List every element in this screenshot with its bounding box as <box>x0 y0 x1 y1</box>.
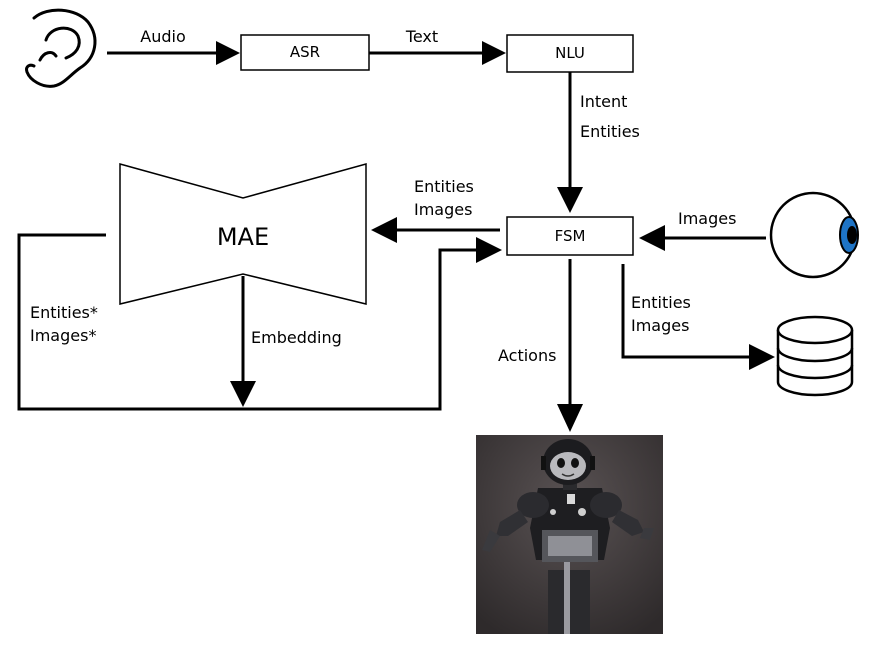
images-db-label: Images <box>631 316 689 335</box>
arrowheads <box>216 41 775 432</box>
loop-arrowhead <box>476 237 502 263</box>
asr-node: ASR <box>240 34 370 71</box>
connectors <box>17 51 766 411</box>
actions-label: Actions <box>498 346 556 365</box>
nlu-label: NLU <box>555 44 585 62</box>
mae-arrowhead <box>371 217 397 243</box>
actions-arrowhead <box>557 404 583 432</box>
asr-label: ASR <box>290 43 320 61</box>
entities-star-label: Entities* <box>30 303 98 322</box>
text-label: Text <box>405 27 438 46</box>
nlu-node: NLU <box>506 34 634 73</box>
entities-to-mae-label: Entities <box>414 177 474 196</box>
mae-label: MAE <box>217 223 269 251</box>
intent-arrowhead <box>557 187 583 213</box>
audio-arrowhead <box>216 41 240 65</box>
text-arrowhead <box>482 41 506 65</box>
entities-nlu-label: Entities <box>580 122 640 141</box>
embedding-label: Embedding <box>251 328 342 347</box>
entities-db-label: Entities <box>631 293 691 312</box>
images-to-mae-label: Images <box>414 200 472 219</box>
fsm-label: FSM <box>555 227 586 245</box>
robot-photo <box>476 435 663 634</box>
fsm-to-db-line <box>621 264 752 359</box>
images-star-label: Images* <box>30 326 96 345</box>
eye-arrowhead <box>639 225 665 251</box>
mae-node: MAE <box>119 163 367 305</box>
mae-feedback-loop <box>17 233 482 411</box>
database-icon <box>776 315 854 397</box>
images-eye-label: Images <box>678 209 736 228</box>
fsm-node: FSM <box>506 216 634 256</box>
eye-icon <box>769 191 859 279</box>
embedding-arrowhead <box>230 381 256 407</box>
audio-label: Audio <box>140 27 185 46</box>
ear-icon <box>25 8 97 88</box>
db-arrowhead <box>749 344 775 370</box>
intent-label: Intent <box>580 92 627 111</box>
